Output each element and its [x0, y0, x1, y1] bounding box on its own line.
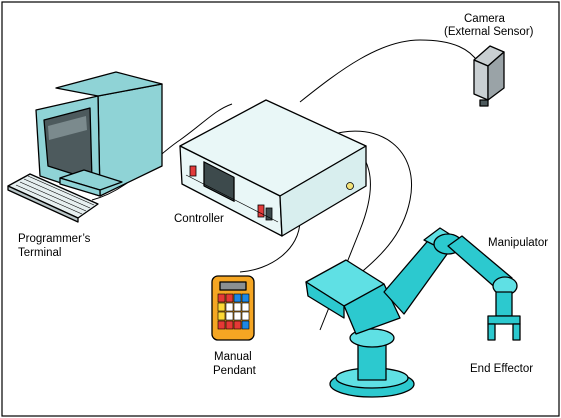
controller-label: Controller [174, 213, 224, 225]
keyboard-front [7, 185, 79, 223]
pendant-key [225, 311, 234, 321]
monitor-top [55, 71, 163, 97]
pendant-key [241, 302, 250, 312]
monitor-base-front [59, 177, 101, 197]
pendant-key [241, 320, 250, 330]
pendant-key [233, 320, 242, 330]
pendant-key [225, 302, 234, 312]
controller-front-seam [185, 174, 279, 223]
pendant-label-line2: Pendant [213, 365, 257, 377]
controller: Controller [174, 99, 367, 237]
pendant-key [233, 302, 242, 312]
controller-indicator-1 [189, 165, 197, 177]
controller-side [279, 145, 367, 237]
controller-display [203, 161, 235, 202]
pendant-key [217, 311, 226, 321]
terminal-label-line1: Programmer’s [18, 233, 91, 245]
pendant-key [217, 302, 226, 312]
robot-waist [349, 328, 395, 348]
camera-lens [479, 99, 489, 107]
manipulator: Manipulator End Effector [305, 227, 548, 398]
camera: Camera (External Sensor) [444, 13, 534, 107]
camera-label-line1: Camera [464, 13, 506, 25]
end-effector-label: End Effector [470, 363, 533, 375]
controller-indicator-2 [257, 204, 265, 218]
pendant-key [225, 293, 234, 303]
pendant-key [225, 320, 234, 330]
manual-pendant: Manual Pendant [211, 275, 257, 377]
pendant-display [219, 281, 247, 291]
cable-terminal-controller [91, 103, 233, 201]
screen-glare [48, 116, 87, 140]
terminal-label-line2: Terminal [18, 247, 61, 259]
robot-wrist-link [495, 291, 513, 317]
manipulator-label: Manipulator [488, 237, 548, 249]
controller-side-knob [346, 182, 354, 190]
pendant-key [233, 293, 242, 303]
pendant-label-line1: Manual [214, 351, 252, 363]
end-effector-finger-right [512, 323, 521, 341]
camera-label-line2: (External Sensor) [444, 26, 534, 38]
robot-boom-front [305, 281, 345, 319]
end-effector-mount [487, 315, 521, 325]
cables [91, 39, 479, 331]
end-effector-finger-left [487, 323, 496, 341]
pendant-key [217, 320, 226, 330]
cable-controller-pendant [239, 219, 301, 273]
controller-indicator-3 [265, 207, 273, 221]
pendant-key [241, 293, 250, 303]
pendant-key [233, 311, 242, 321]
pendant-key [217, 293, 226, 303]
pendant-key [241, 311, 250, 321]
keyboard-keys [15, 175, 95, 215]
programmers-terminal: Programmer’s Terminal [7, 71, 163, 259]
camera-front [473, 59, 489, 101]
pendant-keypad [217, 293, 250, 330]
cable-controller-camera [299, 39, 479, 103]
camera-side [487, 51, 505, 101]
